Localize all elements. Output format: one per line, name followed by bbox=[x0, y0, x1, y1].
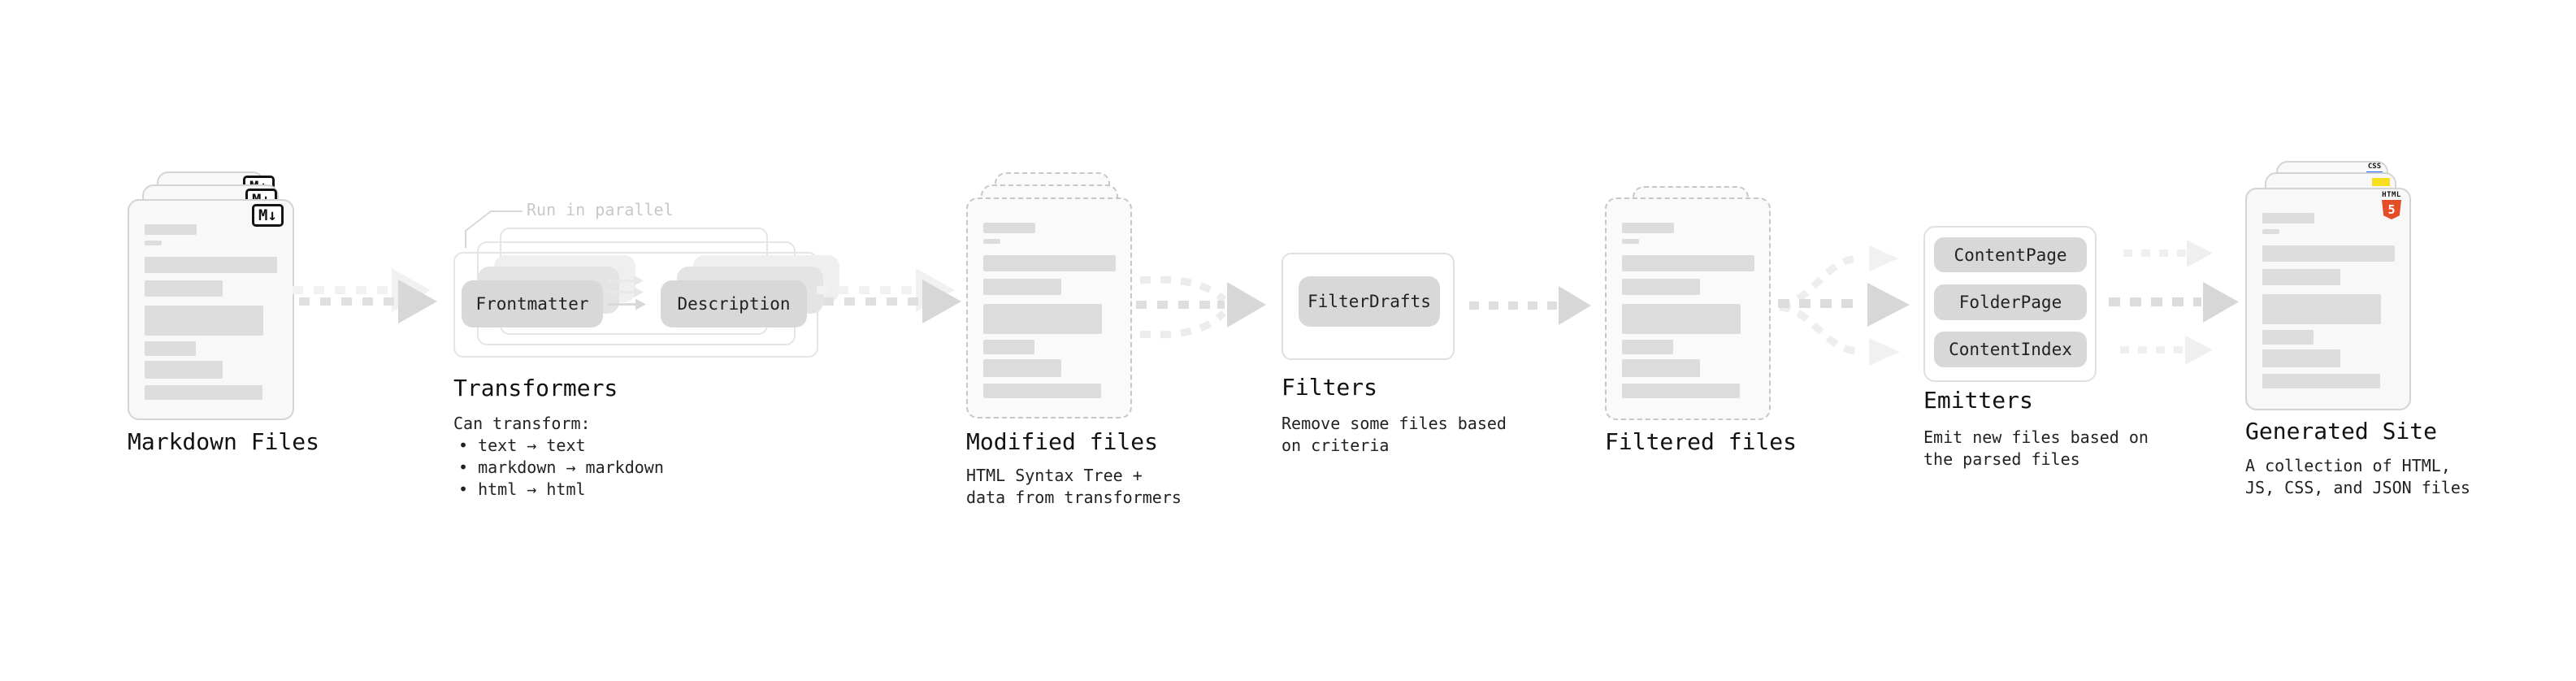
triple-arrow-icon bbox=[2109, 240, 2239, 365]
js-icon bbox=[2372, 178, 2390, 186]
placeholder-bar bbox=[983, 384, 1101, 398]
placeholder-bar bbox=[2262, 294, 2381, 324]
bullet-line: • markdown → markdown bbox=[458, 458, 664, 477]
file-card-front bbox=[966, 197, 1132, 419]
placeholder-bar bbox=[983, 359, 1061, 377]
bullet-line: • html → html bbox=[458, 479, 586, 499]
transformer-box-frontmatter: Frontmatter bbox=[462, 280, 603, 327]
stage-title: Markdown Files bbox=[128, 428, 320, 455]
file-card-front bbox=[2245, 188, 2411, 410]
bullet-line: • text → text bbox=[458, 436, 586, 455]
filters-frame bbox=[1281, 253, 1455, 360]
description-line: on criteria bbox=[1281, 436, 1390, 455]
placeholder-bar bbox=[983, 279, 1061, 295]
placeholder-bar bbox=[2262, 349, 2340, 367]
callout-leader-line bbox=[465, 210, 523, 248]
html5-shield: 5 bbox=[2382, 200, 2401, 219]
placeholder-bar bbox=[1622, 223, 1674, 233]
placeholder-bar bbox=[145, 280, 223, 297]
placeholder-bar bbox=[145, 257, 277, 273]
placeholder-bar bbox=[145, 341, 196, 356]
placeholder-bar bbox=[1622, 340, 1673, 354]
placeholder-bar bbox=[2262, 374, 2380, 388]
html5-digit: 5 bbox=[2387, 202, 2396, 217]
parallel-arrows-icon bbox=[608, 275, 646, 310]
placeholder-bar bbox=[983, 304, 1102, 334]
converge-arrow-icon bbox=[1136, 275, 1266, 339]
placeholder-bar bbox=[983, 223, 1035, 233]
placeholder-bar bbox=[2262, 213, 2314, 223]
stage-title: Generated Site bbox=[2245, 418, 2438, 445]
placeholder-bar bbox=[2262, 269, 2340, 285]
placeholder-bar bbox=[145, 385, 262, 400]
placeholder-bar bbox=[1622, 279, 1700, 295]
stage-title: Modified files bbox=[966, 428, 1159, 455]
placeholder-bar bbox=[1622, 359, 1700, 377]
transform-bullets: • text → text • markdown → markdown • ht… bbox=[458, 435, 664, 501]
parallel-note: Run in parallel bbox=[527, 200, 674, 219]
html5-label: HTML bbox=[2382, 191, 2401, 199]
filter-box-filterdrafts: FilterDrafts bbox=[1299, 276, 1440, 327]
css-badge-label: CSS bbox=[2367, 163, 2382, 171]
placeholder-bar bbox=[1622, 255, 1754, 271]
description-line: A collection of HTML, bbox=[2245, 456, 2451, 475]
stage-description: A collection of HTML, JS, CSS, and JSON … bbox=[2245, 455, 2470, 499]
placeholder-bar bbox=[145, 224, 197, 235]
placeholder-bar bbox=[145, 306, 263, 336]
file-card-front bbox=[1605, 197, 1771, 420]
stage-title: Transformers bbox=[453, 375, 618, 401]
placeholder-bar bbox=[145, 361, 223, 379]
diverge-arrow-icon bbox=[1778, 245, 1910, 366]
placeholder-bar bbox=[1622, 384, 1740, 398]
flow-arrow-icon bbox=[293, 268, 437, 323]
file-card-front bbox=[128, 199, 294, 420]
placeholder-bar bbox=[2262, 330, 2314, 345]
placeholder-bar bbox=[983, 255, 1116, 271]
placeholder-bar bbox=[983, 239, 1000, 244]
flow-arrow-icon bbox=[817, 268, 961, 323]
placeholder-bar bbox=[2262, 229, 2279, 234]
emitters-frame bbox=[1923, 226, 2097, 382]
stage-description: Emit new files based on the parsed files bbox=[1923, 427, 2149, 471]
stage-title: Emitters bbox=[1923, 387, 2033, 414]
placeholder-bar bbox=[1622, 239, 1639, 244]
emitter-box-contentindex: ContentIndex bbox=[1934, 332, 2087, 367]
emitter-box-folderpage: FolderPage bbox=[1934, 284, 2087, 320]
transformer-box-description: Description bbox=[661, 280, 807, 327]
stage-description: Can transform: bbox=[453, 414, 591, 433]
stage-description: Remove some files based on criteria bbox=[1281, 413, 1507, 457]
stage-title: Filters bbox=[1281, 374, 1378, 401]
description-line: JS, CSS, and JSON files bbox=[2245, 478, 2470, 497]
stage-title: Filtered files bbox=[1605, 428, 1798, 455]
description-line: Emit new files based on bbox=[1923, 427, 2149, 447]
flow-arrow-icon bbox=[1469, 286, 1591, 325]
placeholder-bar bbox=[2262, 245, 2395, 262]
emitter-box-contentpage: ContentPage bbox=[1934, 237, 2087, 272]
placeholder-bar bbox=[145, 241, 162, 245]
description-line: the parsed files bbox=[1923, 449, 2080, 469]
placeholder-bar bbox=[1622, 304, 1741, 334]
description-line: Remove some files based bbox=[1281, 414, 1507, 433]
description-line: data from transformers bbox=[966, 488, 1182, 507]
html5-icon: HTML 5 bbox=[2381, 192, 2402, 219]
stage-description: HTML Syntax Tree + data from transformer… bbox=[966, 465, 1182, 509]
placeholder-bar bbox=[983, 340, 1034, 354]
description-line: HTML Syntax Tree + bbox=[966, 466, 1143, 485]
markdown-icon: M↓ bbox=[252, 204, 284, 227]
